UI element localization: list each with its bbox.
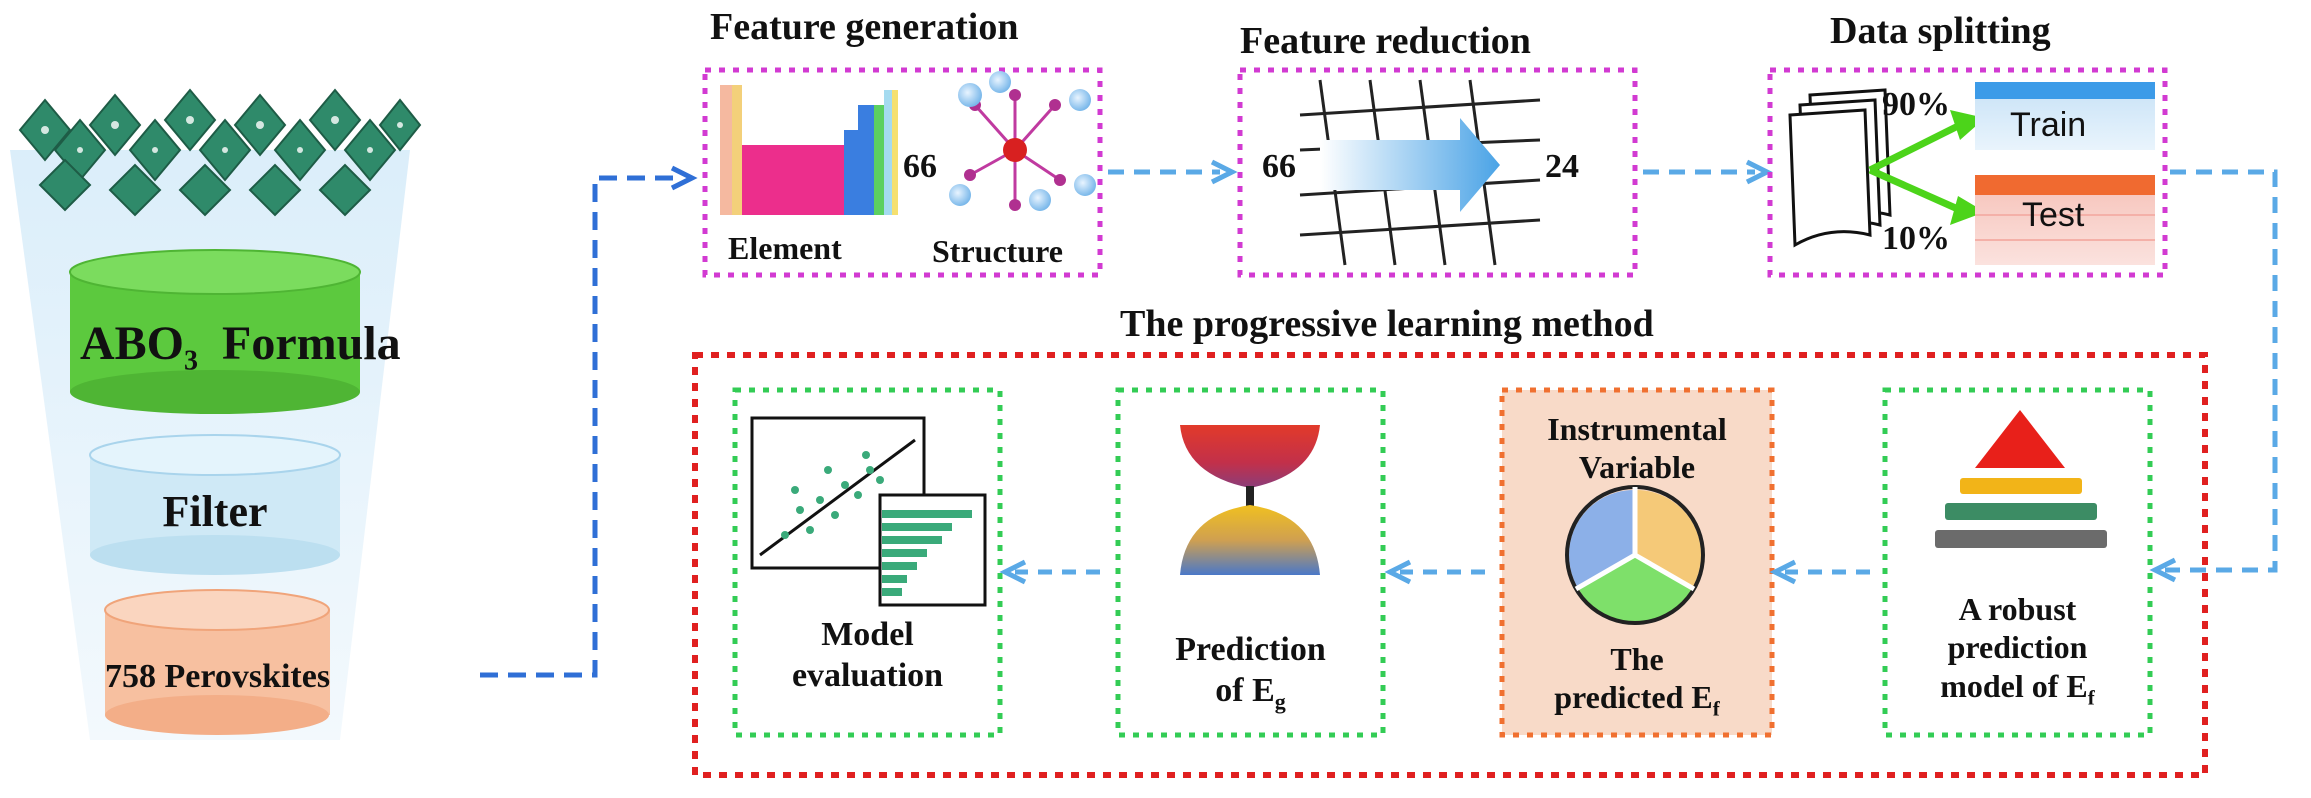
instrumental-variable-box — [1499, 387, 1775, 738]
document-stack-icon — [1788, 88, 1892, 248]
connector-split-to-progressive — [2165, 169, 2278, 573]
structure-label: Structure — [932, 233, 1063, 269]
prediction-eg-label: Prediction of Eg — [1175, 631, 1326, 714]
prediction-eg-box — [1115, 387, 1386, 738]
predicted-ef-label: The predicted Ef — [1554, 641, 1720, 721]
reduction-from-count: 66 — [1262, 148, 1296, 185]
connector-dataset-to-features — [480, 175, 680, 678]
feature-reduction-title: Feature reduction — [1240, 20, 1531, 62]
perovskites-count-label: 758 Perovskites — [105, 658, 331, 695]
test-table-icon — [1975, 175, 2155, 265]
filter-cylinder — [89, 434, 341, 575]
train-table-icon — [1975, 82, 2155, 150]
cycle-pie-icon — [1565, 485, 1705, 625]
conduction-band-icon — [1180, 425, 1320, 488]
robust-model-label: A robust prediction model of Ef — [1940, 591, 2095, 710]
progressive-learning-box — [692, 352, 2208, 778]
data-splitting-box — [1767, 67, 2168, 278]
test-label: Test — [2022, 196, 2085, 234]
funnel-group — [10, 88, 422, 740]
feature-generation-count: 66 — [903, 148, 937, 185]
data-splitting-title: Data splitting — [1830, 10, 2051, 52]
train-percent: 90% — [1882, 86, 1950, 123]
feature-generation-box — [702, 67, 1103, 278]
element-label: Element — [728, 230, 842, 266]
formula-label: ABO3 Formula — [80, 317, 401, 377]
progressive-learning-title: The progressive learning method — [1120, 303, 1654, 345]
model-evaluation-label: Model evaluation — [791, 616, 944, 694]
reduction-arrow — [1320, 118, 1500, 212]
robust-model-box — [1882, 387, 2153, 738]
train-label: Train — [2010, 106, 2087, 144]
formula-cylinder — [69, 249, 361, 414]
periodic-table-icon — [720, 85, 898, 215]
reduction-to-count: 24 — [1545, 148, 1579, 185]
perovskites-cylinder — [104, 589, 330, 735]
test-percent: 10% — [1882, 220, 1950, 257]
feature-reduction-box — [1237, 67, 1638, 278]
pyramid-stack-icon — [1935, 410, 2107, 548]
feature-generation-title: Feature generation — [710, 6, 1019, 48]
instrumental-variable-label: Instrumental Variable — [1547, 411, 1727, 486]
split-arrows — [1868, 121, 1962, 214]
atom-structure-icon — [949, 71, 1096, 211]
filter-label: Filter — [162, 487, 268, 536]
valence-band-icon — [1180, 505, 1320, 575]
model-evaluation-box — [732, 387, 1003, 738]
